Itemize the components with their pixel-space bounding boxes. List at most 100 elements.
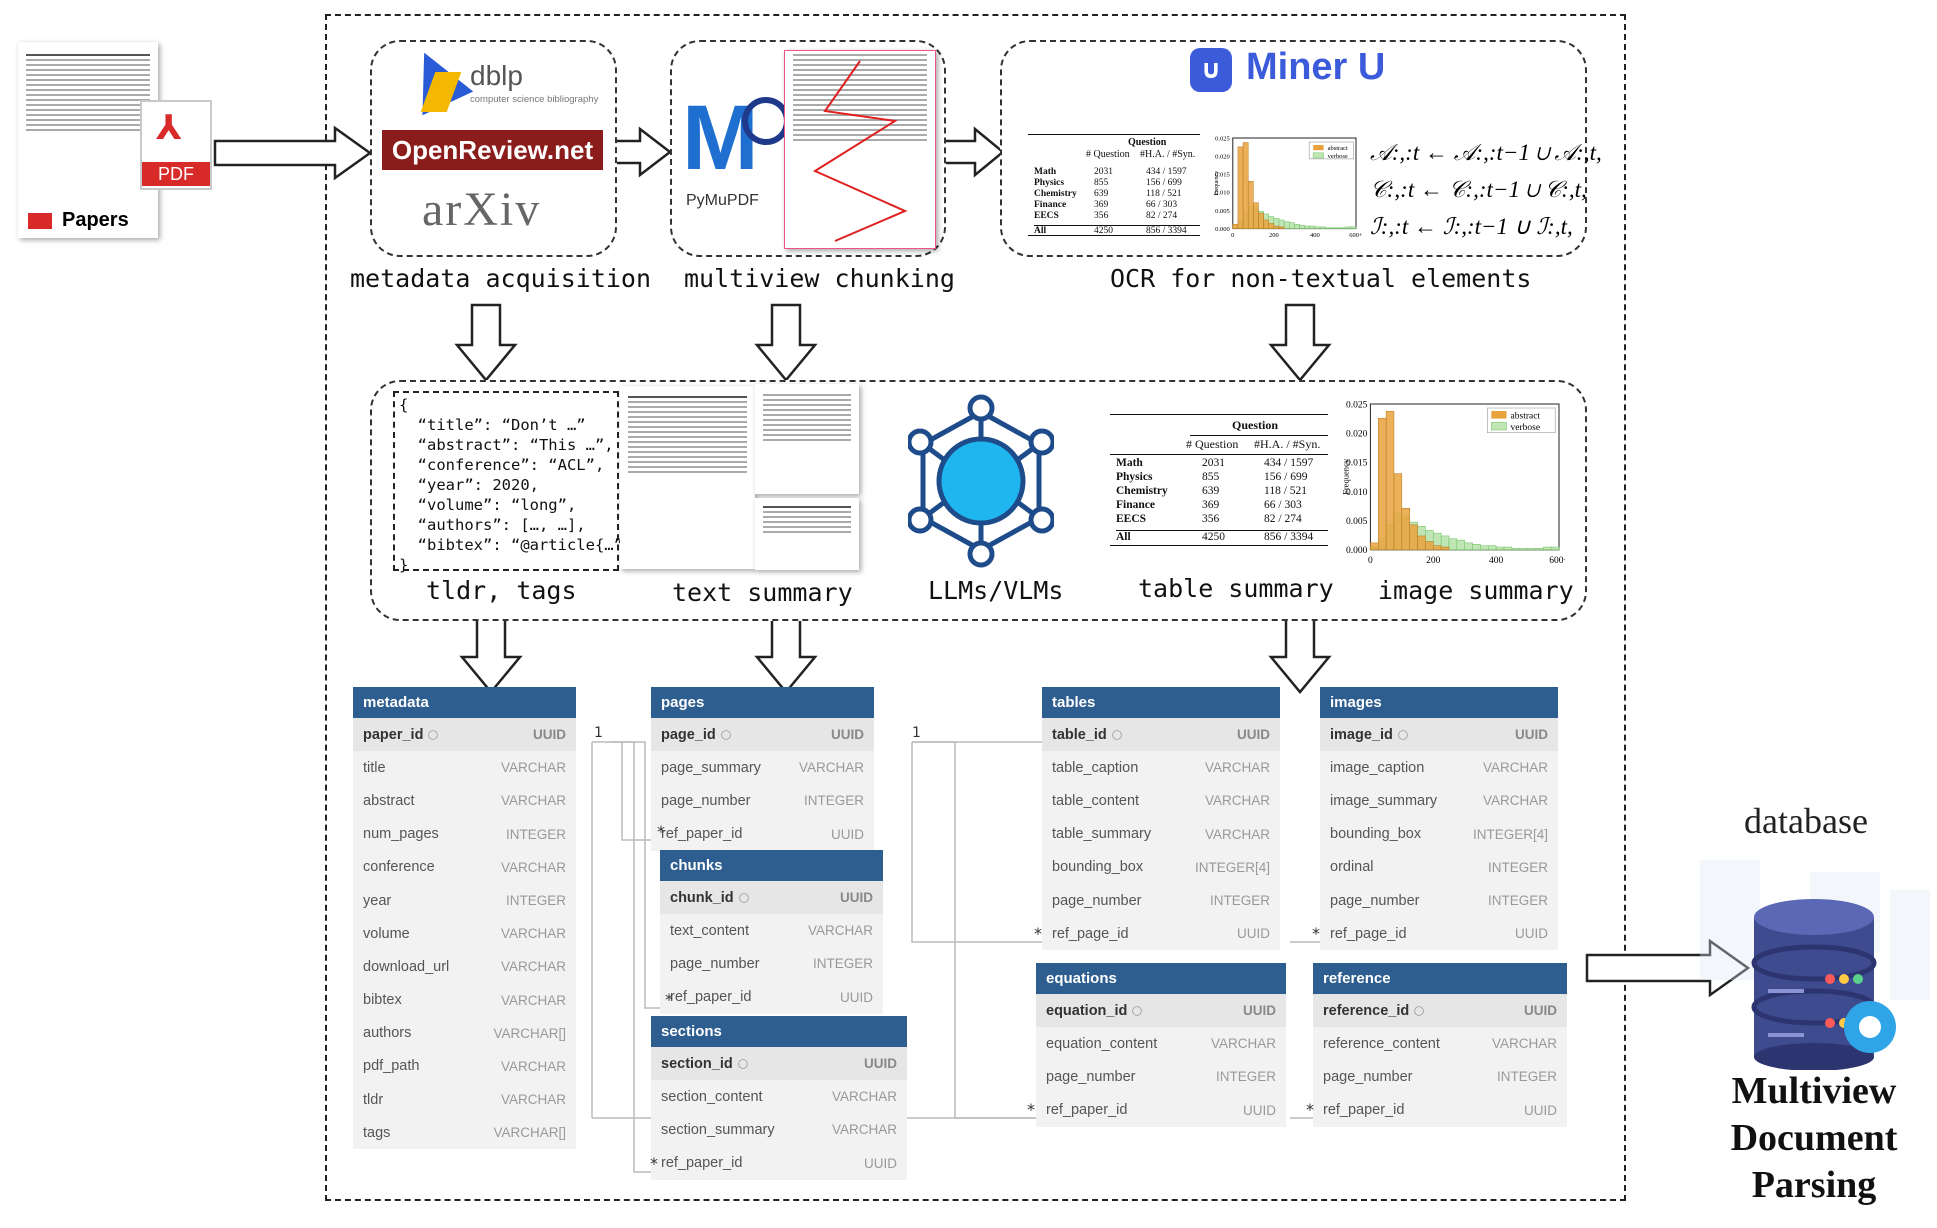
hist-bar-verbose (1448, 538, 1458, 551)
field-name-text: ref_page_id (1052, 925, 1129, 942)
relation-many-pages: * (657, 822, 665, 841)
field-type: VARCHAR (1491, 1036, 1557, 1052)
mineru-logo-icon: ∪ (1190, 48, 1232, 92)
hist-xtick: 200 (1426, 556, 1441, 565)
caption-text-summary: text summary (672, 578, 853, 607)
field-name: table_content (1052, 793, 1139, 809)
stats-cell-ha: 66 / 303 (1146, 200, 1178, 210)
field-type: VARCHAR (1204, 826, 1270, 842)
hist-ytick: 0.000 (1346, 546, 1368, 556)
field-row[interactable]: reference_content VARCHAR (1313, 1027, 1567, 1060)
hist-bar-verbose (1330, 227, 1336, 229)
field-type: VARCHAR (1204, 760, 1270, 776)
field-name-text: page_summary (661, 759, 761, 776)
field-type: UUID (1243, 1003, 1276, 1019)
field-name-text: reference_content (1323, 1035, 1440, 1052)
field-name-text: num_pages (363, 826, 439, 843)
field-name-text: volume (363, 925, 410, 942)
table-header: images (1320, 687, 1558, 718)
hist-bar-abstract (1401, 507, 1410, 551)
hist-bar-verbose (1283, 221, 1290, 229)
field-type: VARCHAR (500, 859, 566, 875)
field-type: UUID (864, 1056, 897, 1072)
field-name: table_caption (1052, 760, 1138, 776)
hist-bar-abstract (1237, 146, 1244, 229)
field-type: VARCHAR (831, 1122, 897, 1138)
field-row[interactable]: table_caption VARCHAR (1042, 751, 1280, 784)
field-type: UUID (864, 1155, 897, 1171)
stats-cell-ha: 82 / 274 (1264, 513, 1302, 525)
formula-list: 𝒜:,:t ← 𝒜:,:t−1 ∪ 𝒜:,t, 𝒞:,:t ← 𝒞:,:t−1 … (1370, 134, 1602, 245)
field-type: UUID (840, 989, 873, 1005)
json-line: { (399, 396, 409, 414)
table-header: reference (1313, 963, 1567, 994)
field-name-text: page_number (1330, 892, 1420, 909)
field-name-text: page_number (1052, 892, 1142, 909)
stats-cell-ha: 156 / 699 (1264, 471, 1308, 483)
field-type: UUID (1515, 926, 1548, 942)
field-name: bibtex (363, 992, 402, 1008)
field-name: ref_page_id (1052, 926, 1129, 942)
field-name-text: year (363, 892, 392, 909)
hist-bar-verbose (1495, 546, 1505, 551)
field-type: VARCHAR (500, 1058, 566, 1074)
